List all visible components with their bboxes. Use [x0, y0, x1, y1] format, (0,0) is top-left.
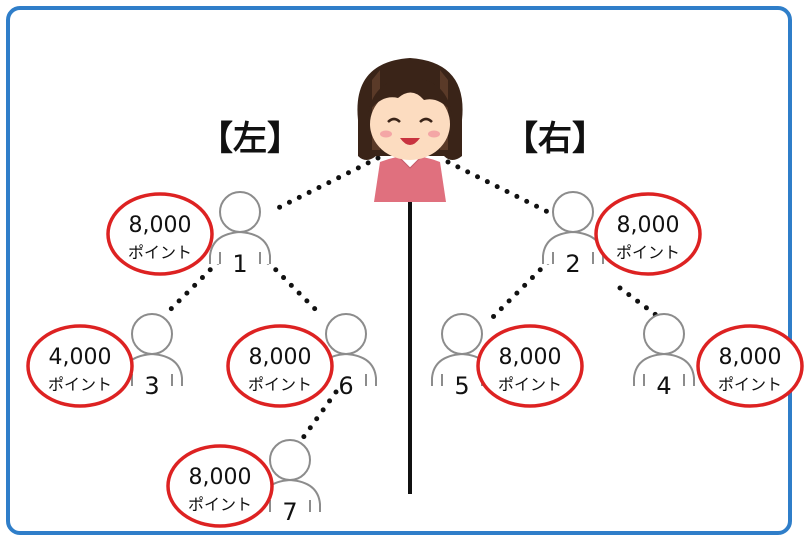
points-value: 8,000 — [189, 465, 252, 490]
member-number-label: 3 — [144, 372, 159, 400]
person-silhouette-icon — [121, 313, 183, 386]
member-nodes: 1 8,000 ポイント 2 8,000 ポイント 3 4,000 ポイント 6 8,000 ポイント… — [26, 191, 804, 528]
dotted-connector-root-2 — [445, 159, 551, 215]
member-number-label: 4 — [656, 372, 671, 400]
member-number-label: 5 — [454, 372, 469, 400]
member-number-label: 6 — [338, 372, 353, 400]
left-side-title: 【左】 — [199, 119, 301, 159]
dotted-connector-2-5 — [489, 259, 551, 321]
points-circle — [166, 444, 274, 528]
member-number-label: 2 — [565, 250, 580, 278]
member-node-7: 7 8,000 ポイント — [166, 439, 321, 528]
member-node-4: 4 8,000 ポイント — [633, 313, 804, 408]
points-circle — [226, 324, 334, 408]
member-node-5: 5 8,000 ポイント — [431, 313, 584, 408]
dotted-connector-1-6 — [265, 259, 325, 319]
member-node-2: 2 8,000 ポイント — [542, 191, 702, 278]
points-circle — [594, 192, 702, 276]
points-circle — [696, 324, 804, 408]
points-unit: ポイント — [616, 243, 680, 262]
person-silhouette-icon — [633, 313, 695, 386]
points-unit: ポイント — [248, 375, 312, 394]
member-number-label: 7 — [282, 498, 297, 526]
points-circle — [106, 192, 214, 276]
points-unit: ポイント — [718, 375, 782, 394]
person-silhouette-icon — [209, 191, 271, 264]
dotted-connector-6-7 — [297, 389, 339, 445]
member-node-3: 3 4,000 ポイント — [26, 313, 183, 408]
dotted-connector-2-4 — [617, 285, 663, 321]
dotted-connector-root-1 — [267, 155, 381, 215]
points-value: 8,000 — [617, 213, 680, 238]
diagram-frame — [6, 6, 792, 535]
member-number-label: 1 — [232, 250, 247, 278]
points-unit: ポイント — [128, 243, 192, 262]
points-value: 8,000 — [499, 345, 562, 370]
right-side-title: 【右】 — [504, 119, 606, 159]
points-circle — [476, 324, 584, 408]
person-silhouette-icon — [259, 439, 321, 512]
points-unit: ポイント — [188, 495, 252, 514]
member-node-1: 1 8,000 ポイント — [106, 191, 271, 278]
points-unit: ポイント — [498, 375, 562, 394]
dotted-connector-1-3 — [163, 259, 221, 317]
points-unit: ポイント — [48, 375, 112, 394]
points-value: 4,000 — [49, 345, 112, 370]
points-value: 8,000 — [719, 345, 782, 370]
points-circle — [26, 324, 134, 408]
dotted-connectors — [163, 155, 663, 445]
person-silhouette-icon — [542, 191, 604, 264]
points-value: 8,000 — [129, 213, 192, 238]
root-woman-illustration — [357, 58, 463, 202]
points-value: 8,000 — [249, 345, 312, 370]
member-node-6: 6 8,000 ポイント — [226, 313, 377, 408]
